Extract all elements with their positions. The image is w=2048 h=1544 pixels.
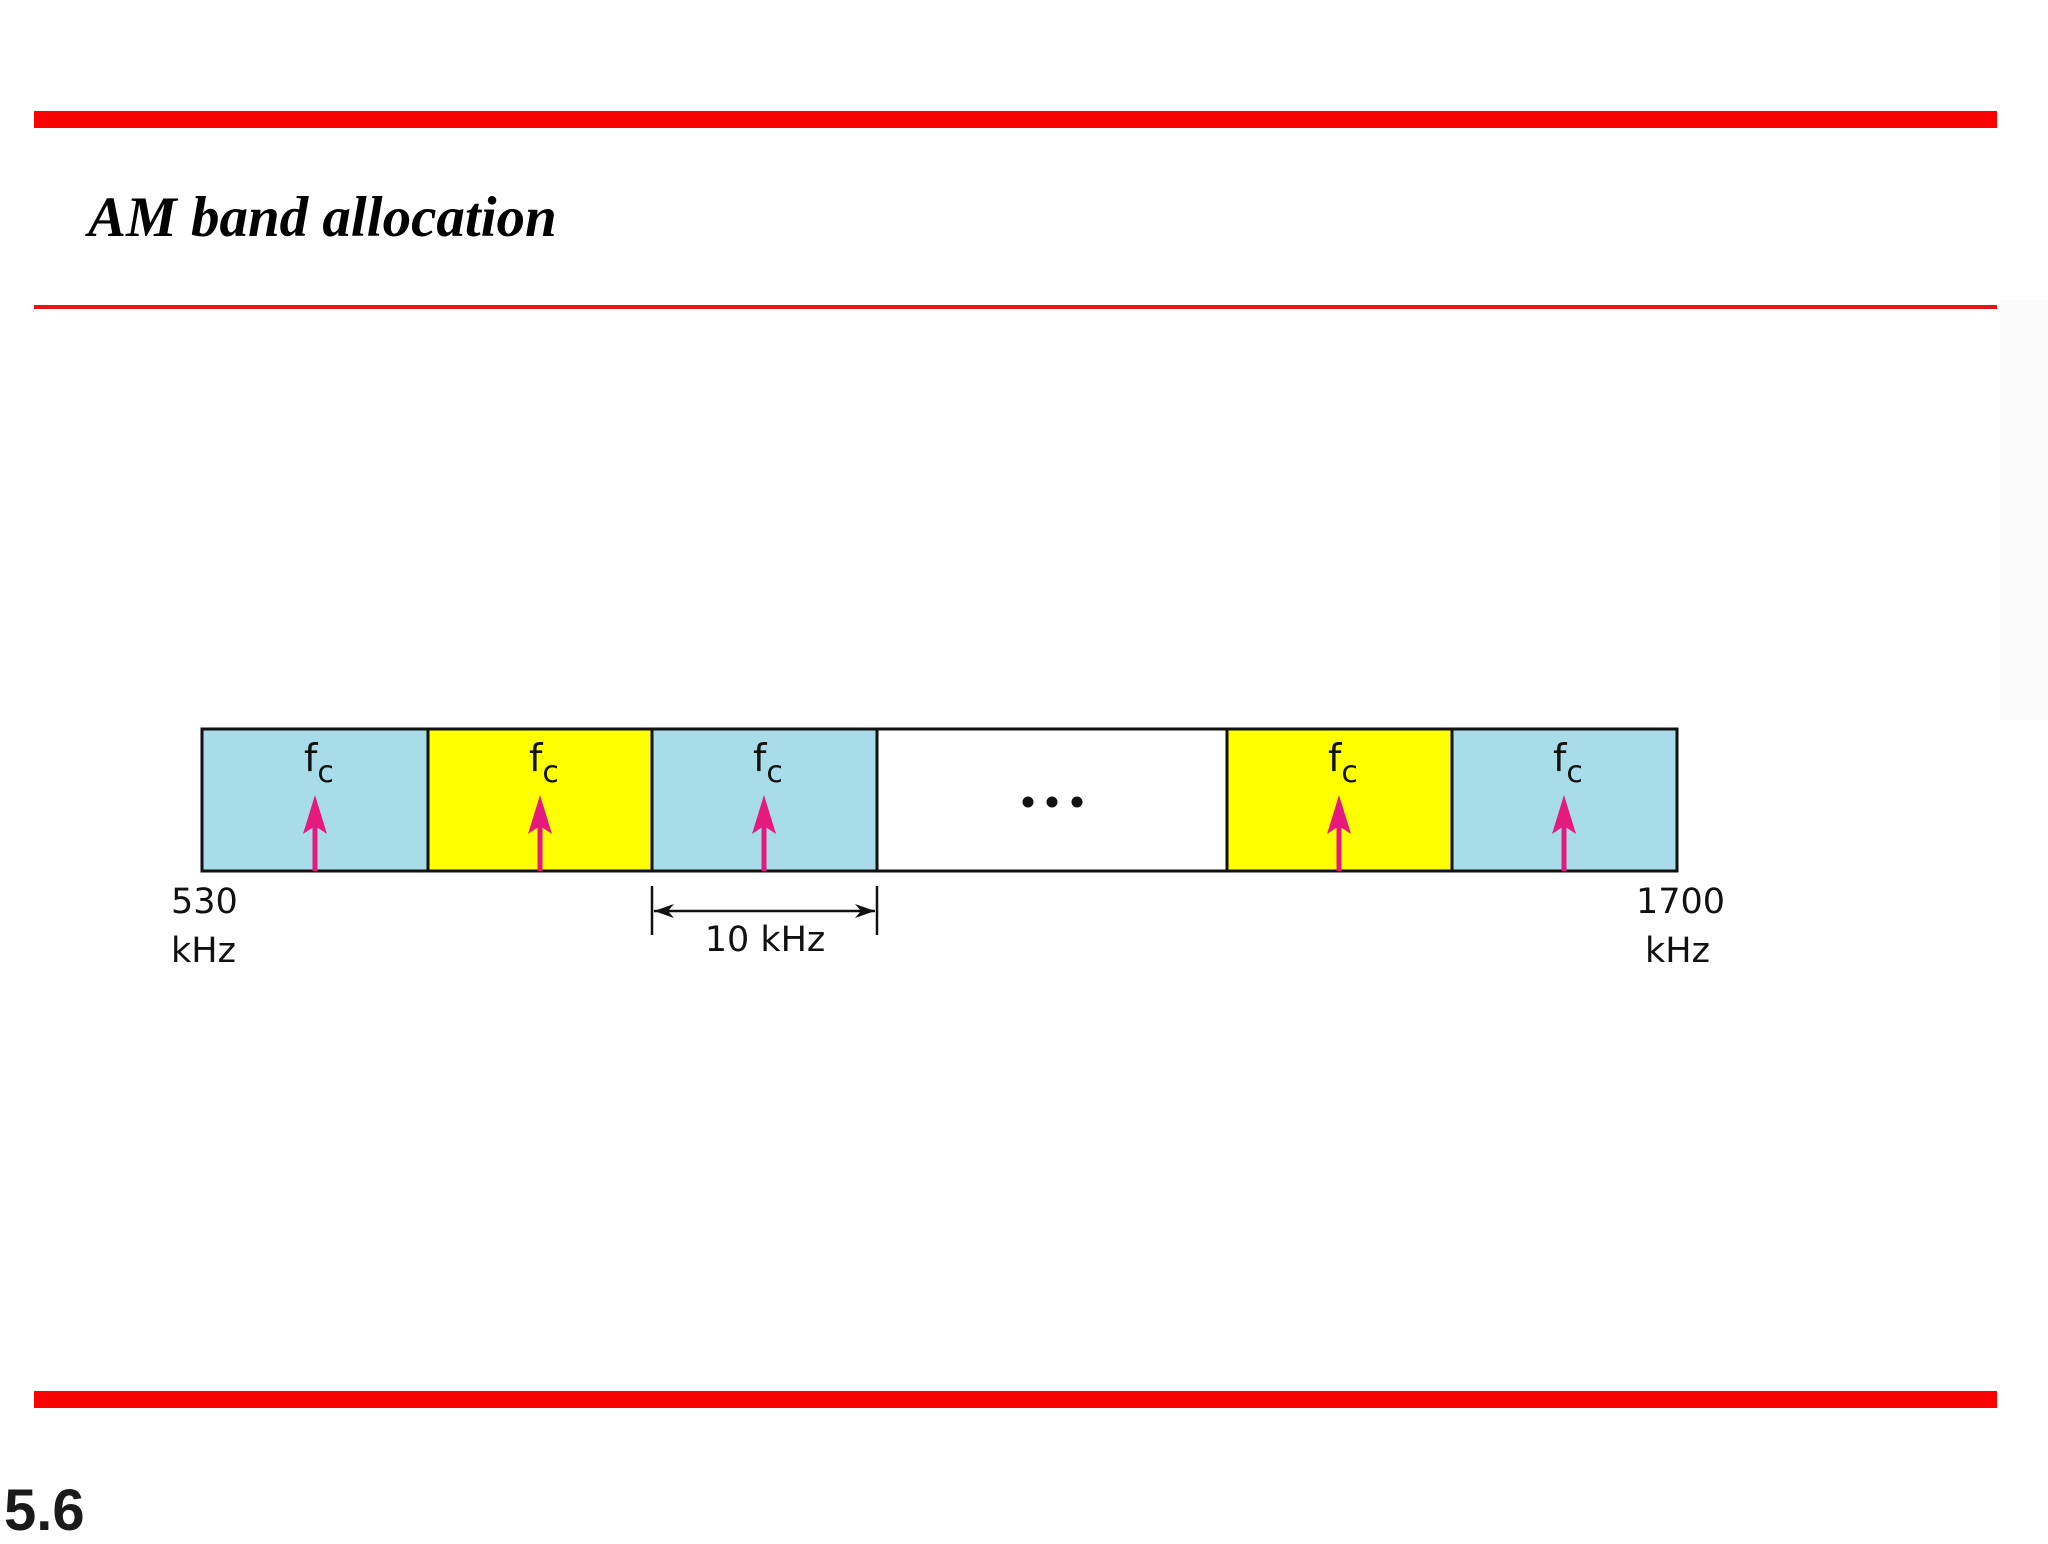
- carrier-label: fc: [1328, 736, 1358, 790]
- carrier-arrow-icon: [528, 795, 552, 871]
- top-red-rule: [34, 111, 1997, 128]
- carrier-label: fc: [753, 736, 783, 790]
- carrier-arrows: [303, 795, 1576, 871]
- carrier-label: fc: [304, 736, 334, 790]
- band-outline: [200, 727, 1679, 873]
- band-start-label: 530: [171, 882, 238, 922]
- carrier-label: fc: [1553, 736, 1583, 790]
- carrier-arrow-icon: [303, 795, 327, 871]
- channel-cells: [202, 729, 1677, 871]
- slide-title: AM band allocation: [88, 186, 557, 249]
- carrier-label: fc: [529, 736, 559, 790]
- ellipsis-icon: [1022, 796, 1083, 808]
- carrier-arrow-icon: [1552, 795, 1576, 871]
- band-start-unit: kHz: [171, 931, 236, 971]
- carrier-arrow-icon: [1327, 795, 1351, 871]
- title-underline-rule: [34, 305, 1997, 309]
- band-end-unit: kHz: [1645, 931, 1710, 971]
- bottom-red-rule: [34, 1391, 1997, 1408]
- carrier-labels: fc fc fc fc fc: [304, 736, 1583, 790]
- channel-width-dimension: [650, 886, 879, 935]
- slide-number: 5.6: [4, 1478, 85, 1543]
- carrier-arrow-icon: [752, 795, 776, 871]
- side-panel-shading: [2000, 300, 2048, 720]
- band-end-label: 1700: [1636, 882, 1725, 922]
- channel-width-label: 10 kHz: [705, 920, 826, 960]
